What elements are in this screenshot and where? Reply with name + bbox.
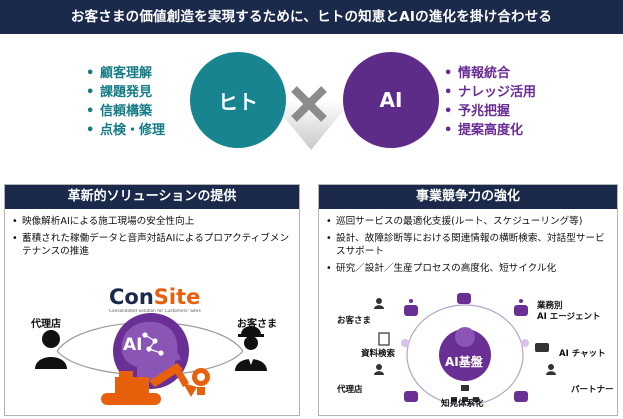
dealer-label: 代理店 — [31, 319, 61, 330]
ai-label: AI — [379, 88, 403, 112]
list-item: 巡回サービスの最適化支援(ルート、スケジューリング等) — [325, 215, 611, 229]
hito-circle: ヒト — [190, 52, 286, 148]
list-item: •点検・修理 — [86, 123, 166, 138]
panel-bullet-list: 映像解析AIによる施工現場の安全性向上 蓄積された稼働データと音声対話AIによる… — [5, 209, 299, 259]
customer-label: お客さま — [237, 319, 277, 330]
logo-con-text: Con — [109, 285, 154, 309]
brain-icon — [455, 327, 475, 347]
list-item: •ナレッジ活用 — [444, 85, 537, 100]
connector-dot — [521, 339, 529, 347]
list-item: 映像解析AIによる施工現場の安全性向上 — [11, 215, 293, 229]
ai-strengths-list: •情報統合 •ナレッジ活用 •予兆把握 •提案高度化 — [444, 64, 536, 140]
ai-platform-diagram — [374, 293, 556, 406]
ai-hub-circle — [439, 329, 491, 381]
dealer-person-icon — [35, 330, 67, 369]
logo-tagline: Consolidated Solution for Customers' Sit… — [109, 309, 201, 314]
robot-icon — [514, 391, 528, 402]
customer-person-icon — [374, 298, 384, 309]
robot-icon — [514, 299, 528, 316]
agent-label-line2: AI エージェント — [537, 312, 601, 322]
chat-label: AI チャット — [559, 349, 606, 359]
panel-title: 事業競争力の強化 — [319, 185, 617, 209]
multiply-icon — [291, 86, 327, 122]
neural-network-icon — [142, 332, 164, 356]
robot-icon — [404, 391, 418, 402]
dealer-label: 代理店 — [337, 385, 363, 395]
knowledge-label: 知見体系化 — [441, 399, 484, 409]
business-competitiveness-panel: 事業競争力の強化 巡回サービスの最適化支援(ルート、スケジューリング等) 設計、… — [318, 184, 618, 416]
ai-hub-label: AI基盤 — [445, 355, 483, 369]
hito-label: ヒト — [218, 89, 258, 114]
hito-strengths-list: •顧客理解 •課題発見 •信頼構築 •点検・修理 — [86, 64, 165, 140]
customer-label: お客さま — [337, 316, 372, 326]
list-item: 蓄積された稼働データと音声対話AIによるプロアクティブメンテナンスの推進 — [11, 232, 293, 259]
search-document-icon — [378, 332, 390, 346]
list-item: •予兆把握 — [444, 104, 511, 119]
list-item: •顧客理解 — [86, 66, 153, 81]
list-item: •課題発見 — [86, 85, 153, 100]
search-label: 資料検索 — [361, 349, 396, 359]
list-item: •提案高度化 — [444, 123, 524, 138]
innovative-solutions-panel: 革新的ソリューションの提供 映像解析AIによる施工現場の安全性向上 蓄積された稼… — [4, 184, 300, 416]
robot-icon — [404, 299, 418, 316]
partner-label: パートナー — [571, 385, 614, 395]
logo-site-text: Site — [153, 285, 201, 309]
ai-circle: AI — [343, 52, 439, 148]
dealer-person-icon — [374, 364, 384, 375]
list-item: 研究／設計／生産プロセスの高度化、短サイクル化 — [325, 262, 611, 276]
head-profile-icon — [121, 321, 181, 381]
panel-title: 革新的ソリューションの提供 — [5, 185, 299, 209]
consite-logo: ConSite — [109, 285, 200, 309]
connector-dot — [401, 339, 409, 347]
list-item: •情報統合 — [444, 66, 511, 81]
ai-head-label: AI — [123, 335, 143, 355]
hierarchy-icon — [451, 385, 479, 402]
list-item: 設計、故障診断等における関連情報の横断検索、対話型サービスサポート — [325, 232, 611, 259]
consite-illustration — [35, 313, 267, 405]
chat-bubble-icon — [535, 343, 549, 352]
list-item: •信頼構築 — [86, 104, 153, 119]
panel-bullet-list: 巡回サービスの最適化支援(ルート、スケジューリング等) 設計、故障診断等における… — [319, 209, 617, 275]
banner-title: お客さまの価値創造を実現するために、ヒトの知恵とAIの進化を掛け合わせる — [0, 0, 623, 34]
merge-chevron — [270, 100, 352, 150]
partner-person-icon — [546, 364, 556, 375]
platform-ring — [406, 304, 524, 406]
customer-worker-icon — [235, 326, 267, 371]
camera-icon — [192, 368, 210, 395]
robot-icon — [457, 293, 471, 304]
excavator-icon — [101, 363, 197, 405]
agent-label-line1: 業務別 — [537, 301, 563, 311]
